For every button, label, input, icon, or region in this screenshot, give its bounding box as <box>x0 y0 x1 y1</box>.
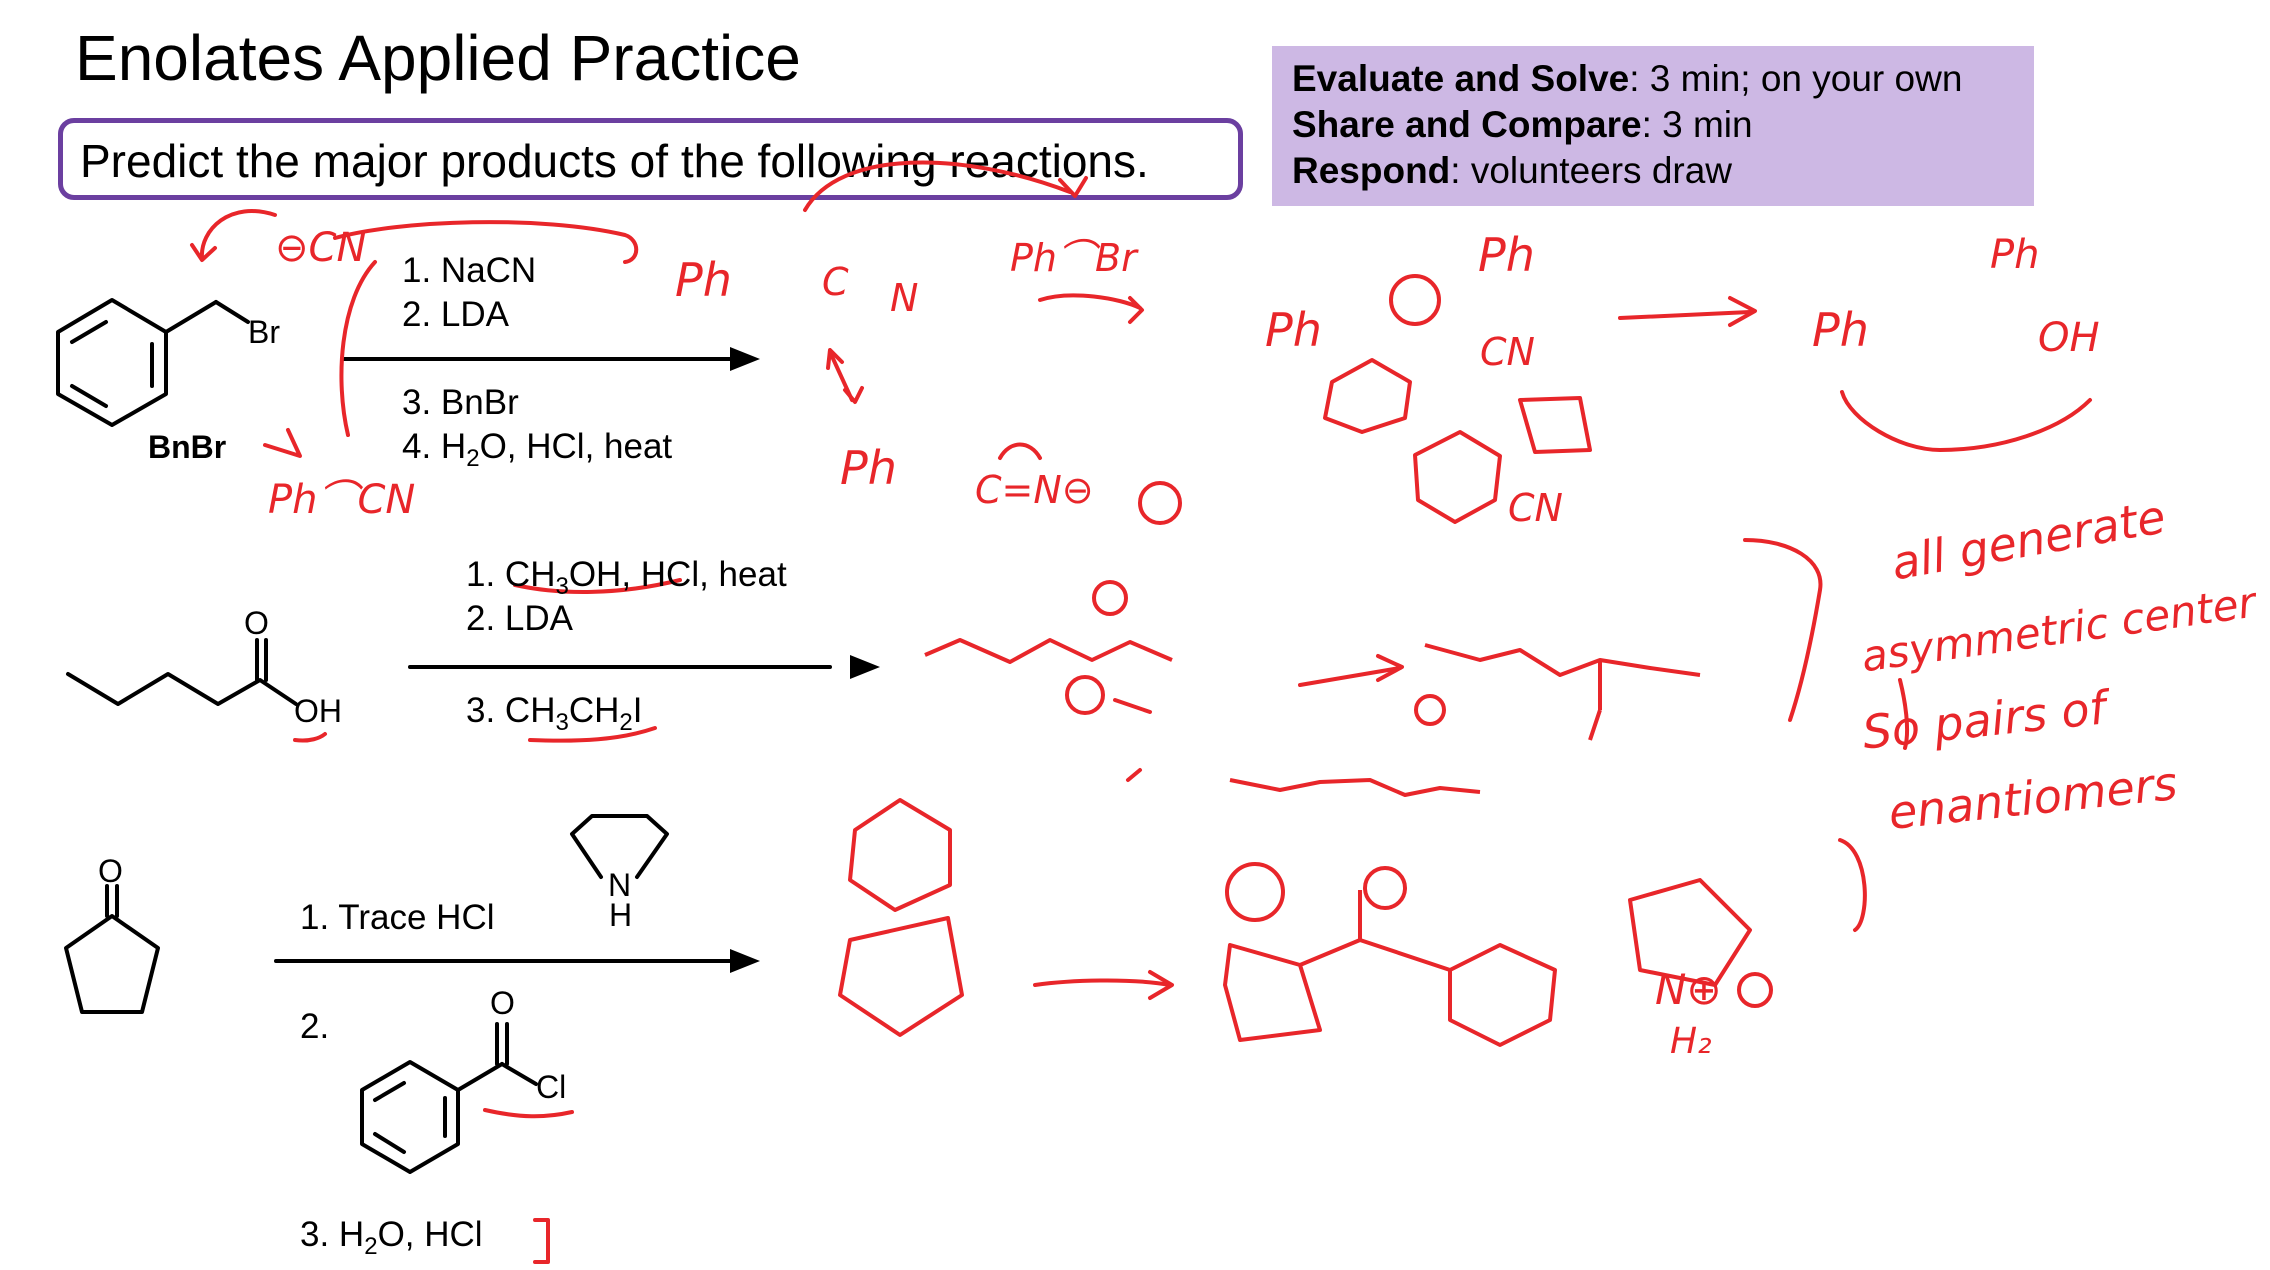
annot-oh: OH <box>2038 315 2100 361</box>
ch2-bond <box>164 300 218 334</box>
annot-ph-d: Ph <box>1265 303 1322 357</box>
r1-step4: 4. H2O, HCl, heat <box>402 427 673 472</box>
red-structures <box>838 358 1752 1047</box>
acyl-oxygen: O <box>490 985 515 1021</box>
annot-cn-b: CN <box>1508 486 1563 530</box>
annot-n-plus: N⊕ <box>1655 965 1722 1014</box>
acyl-chloride: Cl <box>536 1069 567 1105</box>
annot-c-eq-n: C=N⊖ <box>975 468 1094 512</box>
r2-step3: 3. CH3CH2I <box>466 691 643 736</box>
annot-h2: H₂ <box>1670 1021 1712 1062</box>
r3-step2: 2. <box>300 1007 330 1046</box>
r2-step1: 1. CH3OH, HCl, heat <box>466 555 787 600</box>
prompt-box <box>58 118 1243 200</box>
info-line-evaluate: Evaluate and Solve: 3 min; on your own <box>1292 58 1963 99</box>
annot-ph-c: Ph <box>840 441 897 495</box>
pyrrolidine-n: N <box>608 867 632 903</box>
annot-ph-g: Ph <box>1990 232 2040 278</box>
r1-step2: 2. LDA <box>402 295 509 334</box>
benzene-ring-r1 <box>56 298 168 427</box>
pyrrolidine-ring <box>570 814 669 879</box>
r3-step3: 3. H2O, HCl <box>300 1215 483 1260</box>
annot-ph-f: Ph <box>1812 303 1869 357</box>
r3-step1: 1. Trace HCl <box>300 898 495 937</box>
bromine-label: Br <box>248 314 280 350</box>
annot-ph-cn: Ph⌒CN <box>268 477 416 523</box>
hydroxyl-label: OH <box>294 693 342 729</box>
annot-ph-e: Ph <box>1478 228 1535 282</box>
annot-ph-br: Ph⌒Br <box>1010 236 1137 280</box>
r1-step1: 1. NaCN <box>402 251 537 290</box>
pyrrolidine-h: H <box>609 897 633 933</box>
annot-cn-a: CN <box>1480 330 1535 374</box>
cyclopentanone-ring <box>64 914 160 1014</box>
info-line-share: Share and Compare: 3 min <box>1292 104 1753 145</box>
pentanoic-acid-chain <box>66 672 298 706</box>
timing-info-box: Evaluate and Solve: 3 min; on your own S… <box>1272 46 2034 206</box>
annot-cyanide: ⊖CN <box>275 225 367 271</box>
r2-step2: 2. LDA <box>466 599 573 638</box>
info-line-respond: Respond: volunteers draw <box>1292 150 1733 191</box>
page-title: Enolates Applied Practice <box>75 22 801 94</box>
annot-n-a: N <box>890 276 919 320</box>
annot-c-a: C <box>822 260 849 304</box>
red-annotations <box>190 160 2092 1264</box>
r1-step3: 3. BnBr <box>402 383 519 422</box>
bnbr-label: BnBr <box>148 429 227 465</box>
ketone-oxygen: O <box>98 853 123 889</box>
prompt-text: Predict the major products of the follow… <box>80 135 1149 187</box>
annot-ph-a: Ph <box>675 253 732 307</box>
carbonyl-oxygen: O <box>244 605 269 641</box>
